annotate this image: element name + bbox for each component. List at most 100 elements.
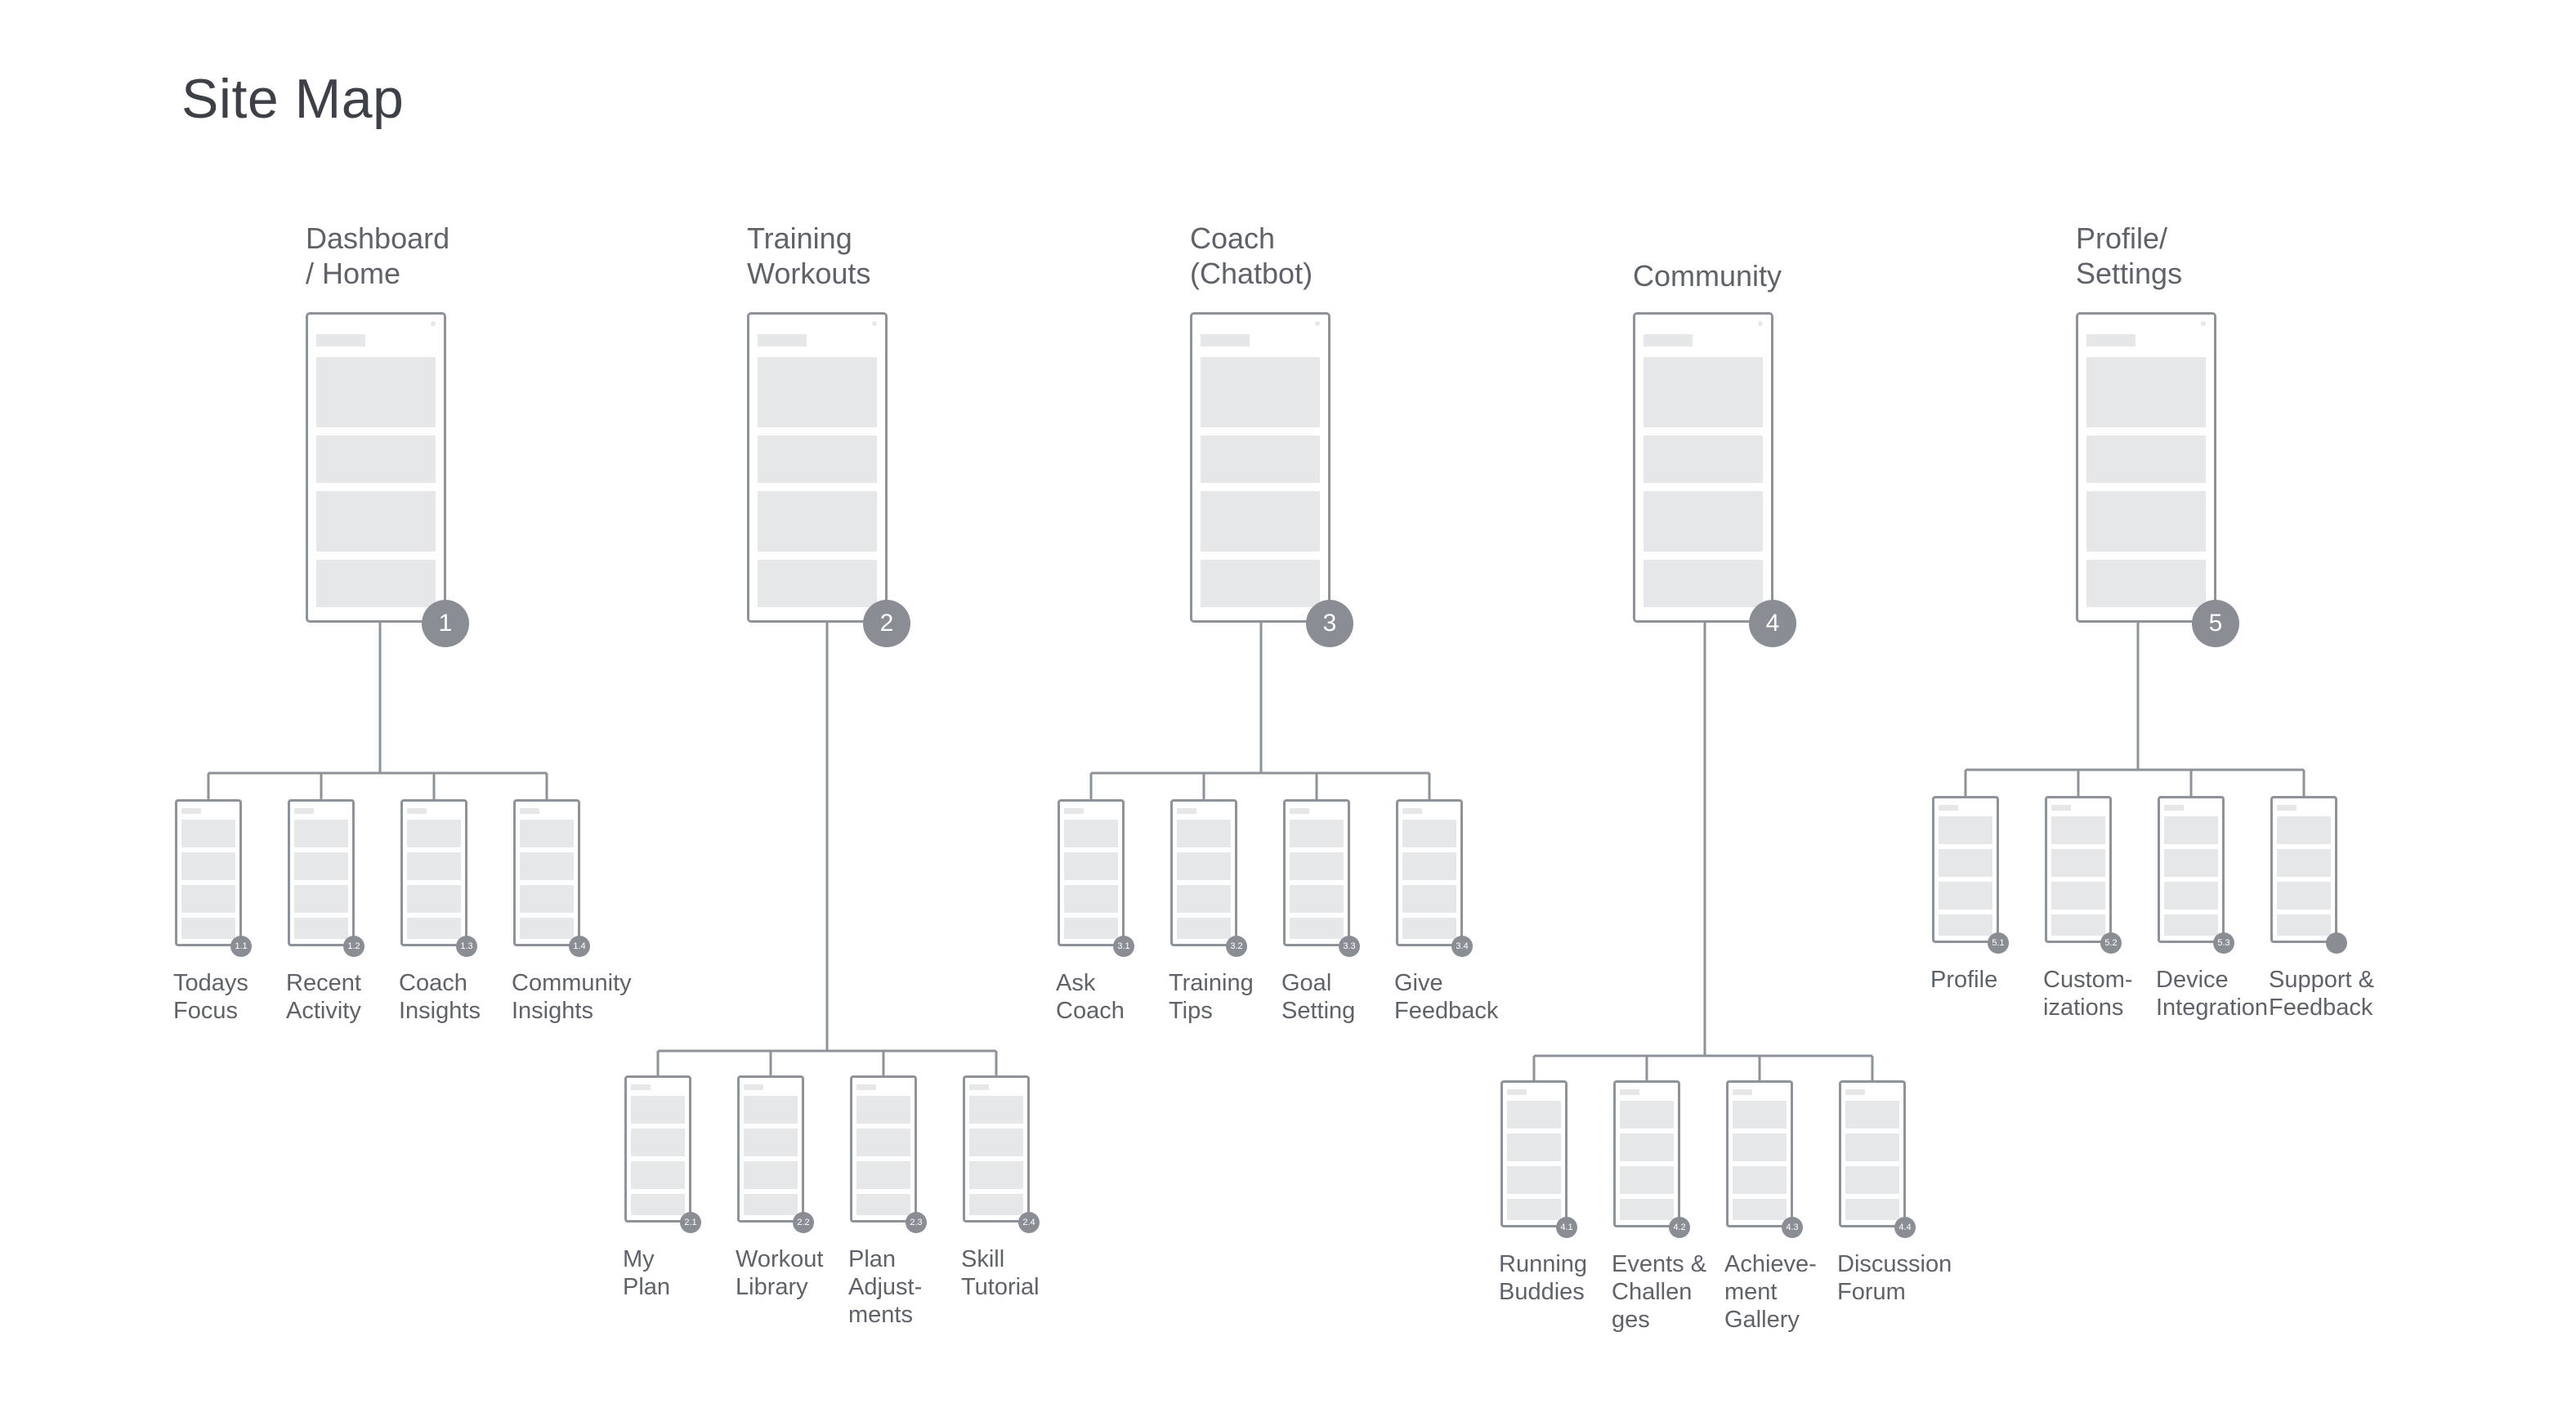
content-placeholder bbox=[1290, 885, 1344, 913]
content-placeholder bbox=[2086, 491, 2206, 552]
header-placeholder bbox=[1733, 1089, 1752, 1095]
content-placeholder bbox=[631, 1096, 685, 1124]
sub-screen-number-badge: 1.1 bbox=[230, 936, 252, 957]
content-placeholder bbox=[2086, 436, 2206, 483]
header-placeholder bbox=[969, 1084, 989, 1090]
sub-screen-label: My Plan bbox=[623, 1246, 671, 1300]
content-placeholder bbox=[1290, 852, 1344, 880]
status-dot bbox=[1758, 321, 1763, 326]
sub-screen-wireframe[interactable] bbox=[400, 799, 467, 946]
header-placeholder bbox=[758, 334, 807, 346]
main-screen-wireframe[interactable] bbox=[1633, 312, 1773, 623]
main-screen-wireframe[interactable] bbox=[747, 312, 888, 623]
main-screen-wireframe[interactable] bbox=[2076, 312, 2216, 623]
sub-screen-wireframe[interactable] bbox=[513, 799, 580, 946]
content-placeholder bbox=[181, 852, 235, 880]
sub-screen-wireframe[interactable] bbox=[1283, 799, 1350, 946]
sub-screen-number-badge bbox=[2326, 932, 2347, 954]
content-placeholder bbox=[407, 918, 461, 939]
header-placeholder bbox=[2051, 805, 2071, 811]
content-placeholder bbox=[1064, 820, 1118, 847]
sub-screen-wireframe[interactable] bbox=[1170, 799, 1237, 946]
header-placeholder bbox=[1201, 334, 1250, 346]
content-placeholder bbox=[1620, 1101, 1674, 1129]
content-placeholder bbox=[2164, 849, 2218, 877]
section-title: Coach (Chatbot) bbox=[1190, 221, 1313, 290]
sub-screen-wireframe[interactable] bbox=[1839, 1080, 1906, 1227]
header-placeholder bbox=[294, 808, 314, 814]
content-placeholder bbox=[2164, 816, 2218, 844]
content-placeholder bbox=[2051, 816, 2105, 844]
section-title: Training Workouts bbox=[747, 221, 871, 290]
sub-screen-number-badge: 4.1 bbox=[1556, 1217, 1577, 1238]
sub-screen-wireframe[interactable] bbox=[1932, 796, 1999, 943]
header-placeholder bbox=[1290, 808, 1309, 814]
sub-screen-wireframe[interactable] bbox=[1613, 1080, 1680, 1227]
content-placeholder bbox=[1177, 918, 1231, 939]
content-placeholder bbox=[2277, 914, 2331, 936]
header-placeholder bbox=[1402, 808, 1422, 814]
sub-screen-wireframe[interactable] bbox=[2045, 796, 2112, 943]
content-placeholder bbox=[1939, 882, 1992, 910]
content-placeholder bbox=[1402, 852, 1456, 880]
header-placeholder bbox=[2164, 805, 2184, 811]
content-placeholder bbox=[1845, 1199, 1899, 1220]
sub-screen-wireframe[interactable] bbox=[2158, 796, 2225, 943]
sub-screen-number-badge: 4.4 bbox=[1894, 1217, 1916, 1238]
sub-screen-wireframe[interactable] bbox=[288, 799, 355, 946]
content-placeholder bbox=[407, 820, 461, 847]
content-placeholder bbox=[2277, 849, 2331, 877]
content-placeholder bbox=[1507, 1199, 1561, 1220]
content-placeholder bbox=[1177, 820, 1231, 847]
sub-screen-wireframe[interactable] bbox=[737, 1075, 804, 1223]
sub-screen-wireframe[interactable] bbox=[1396, 799, 1463, 946]
sub-screen-wireframe[interactable] bbox=[1726, 1080, 1793, 1227]
status-dot bbox=[431, 321, 436, 326]
content-placeholder bbox=[1201, 560, 1320, 607]
content-placeholder bbox=[407, 852, 461, 880]
content-placeholder bbox=[631, 1194, 685, 1215]
content-placeholder bbox=[1733, 1101, 1787, 1129]
sub-screen-wireframe[interactable] bbox=[963, 1075, 1030, 1223]
sub-screen-label: Running Buddies bbox=[1499, 1251, 1588, 1305]
content-placeholder bbox=[1064, 918, 1118, 939]
main-screen-wireframe[interactable] bbox=[306, 312, 446, 623]
content-placeholder bbox=[181, 918, 235, 939]
content-placeholder bbox=[1620, 1166, 1674, 1194]
content-placeholder bbox=[631, 1161, 685, 1189]
content-placeholder bbox=[2164, 882, 2218, 910]
sub-screen-number-badge: 4.2 bbox=[1669, 1217, 1690, 1238]
sub-screen-wireframe[interactable] bbox=[850, 1075, 917, 1223]
content-placeholder bbox=[969, 1161, 1023, 1189]
content-placeholder bbox=[758, 357, 877, 427]
header-placeholder bbox=[1845, 1089, 1865, 1095]
sub-screen-label: Todays Focus bbox=[173, 970, 248, 1024]
content-placeholder bbox=[744, 1161, 798, 1189]
content-placeholder bbox=[1733, 1199, 1787, 1220]
sub-screen-wireframe[interactable] bbox=[2270, 796, 2337, 943]
sub-screen-number-badge: 5.1 bbox=[1988, 932, 2009, 954]
sub-screen-wireframe[interactable] bbox=[624, 1075, 691, 1223]
sub-screen-number-badge: 2.3 bbox=[906, 1212, 927, 1233]
content-placeholder bbox=[1644, 491, 1763, 552]
sub-screen-label: Goal Setting bbox=[1281, 970, 1356, 1024]
sub-screen-wireframe[interactable] bbox=[175, 799, 242, 946]
content-placeholder bbox=[1733, 1133, 1787, 1161]
content-placeholder bbox=[1644, 560, 1763, 607]
sub-screen-label: Coach Insights bbox=[399, 970, 481, 1024]
main-screen-wireframe[interactable] bbox=[1190, 312, 1330, 623]
header-placeholder bbox=[1064, 808, 1084, 814]
content-placeholder bbox=[316, 436, 436, 483]
content-placeholder bbox=[1402, 918, 1456, 939]
sub-screen-wireframe[interactable] bbox=[1058, 799, 1125, 946]
sub-screen-number-badge: 1.4 bbox=[569, 936, 590, 957]
content-placeholder bbox=[520, 885, 574, 913]
header-placeholder bbox=[1177, 808, 1196, 814]
header-placeholder bbox=[2086, 334, 2135, 346]
content-placeholder bbox=[294, 852, 348, 880]
section-number-badge: 1 bbox=[422, 600, 469, 647]
sub-screen-wireframe[interactable] bbox=[1500, 1080, 1568, 1227]
header-placeholder bbox=[1620, 1089, 1639, 1095]
content-placeholder bbox=[294, 918, 348, 939]
content-placeholder bbox=[969, 1194, 1023, 1215]
